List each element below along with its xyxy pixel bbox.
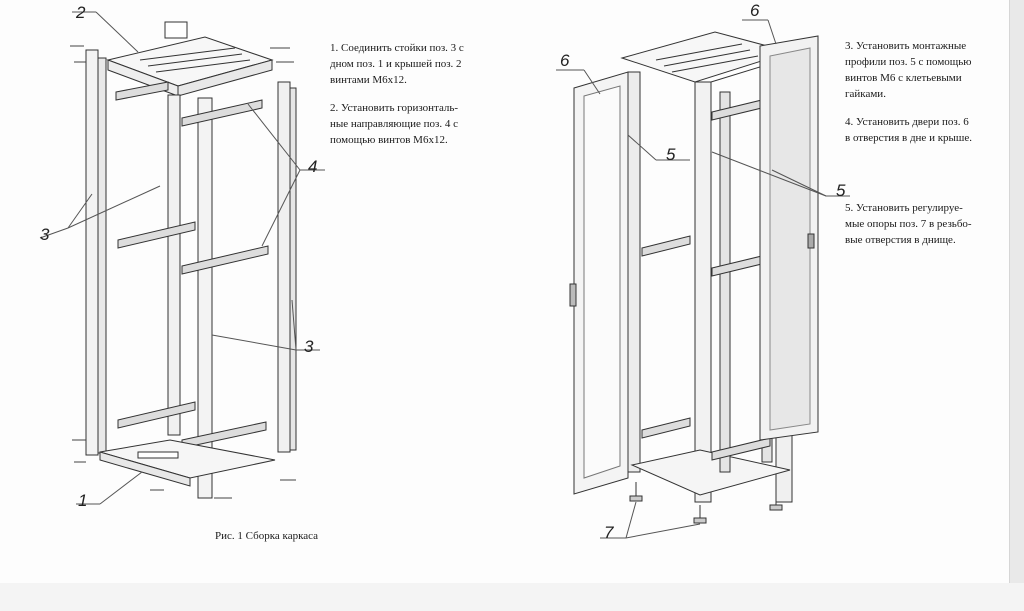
leveling-feet (629, 482, 783, 524)
cabinet-rear-post (627, 71, 641, 473)
callout-1: 1 (78, 491, 87, 510)
post-left-outer (85, 49, 99, 456)
cabinet-front-post-left (694, 81, 712, 503)
screws (70, 45, 296, 499)
step-5-text: 5. Установить регулируе- мые опоры поз. … (845, 202, 972, 246)
roof-edge-right (177, 59, 273, 97)
roof-cable-port (164, 21, 188, 39)
callout-7: 7 (604, 523, 614, 542)
horizontal-rails (115, 81, 269, 449)
front-door (569, 71, 629, 495)
callout-4: 4 (308, 157, 317, 176)
step-4-text: 4. Установить двери поз. 6 в отверстия в… (845, 116, 973, 144)
callout-3-left: 3 (40, 225, 50, 244)
step-2-text: 2. Установить горизонталь- ные направляю… (330, 102, 459, 146)
post-rear (167, 94, 181, 436)
bottom-margin (0, 583, 1024, 611)
post-front-right (277, 81, 291, 453)
callout-3-right: 3 (304, 337, 314, 356)
callout-6-front-door: 6 (560, 51, 570, 70)
cabinet-assembled-view (556, 19, 850, 539)
post-left-inner (97, 57, 107, 454)
callout-5-left: 5 (666, 145, 676, 164)
callout-5-right: 5 (836, 181, 846, 200)
figure-caption: Рис. 1 Сборка каркаса (215, 530, 319, 542)
instructions-left: 1. Соединить стойки поз. 3 с дном поз. 1… (330, 40, 520, 148)
post-front-left (197, 97, 213, 499)
callout-6-rear-door: 6 (750, 1, 760, 20)
rear-door (759, 35, 819, 441)
callout-2: 2 (75, 3, 86, 22)
leader-lines-right (556, 19, 850, 539)
frame-exploded-view (39, 11, 325, 505)
step-1-text: 1. Соединить стойки поз. 3 с дном поз. 1… (330, 42, 464, 86)
cabinet-base (630, 449, 791, 496)
floor-panel (99, 439, 276, 479)
leader-lines (39, 11, 325, 505)
assembly-drawing: 2 3 4 3 1 6 6 5 5 7 (39, 1, 850, 542)
page-edge (1009, 0, 1024, 611)
instructions-right: 3. Установить монтажные профили поз. 5 с… (845, 38, 1005, 248)
step-3-text: 3. Установить монтажные профили поз. 5 с… (845, 40, 972, 100)
